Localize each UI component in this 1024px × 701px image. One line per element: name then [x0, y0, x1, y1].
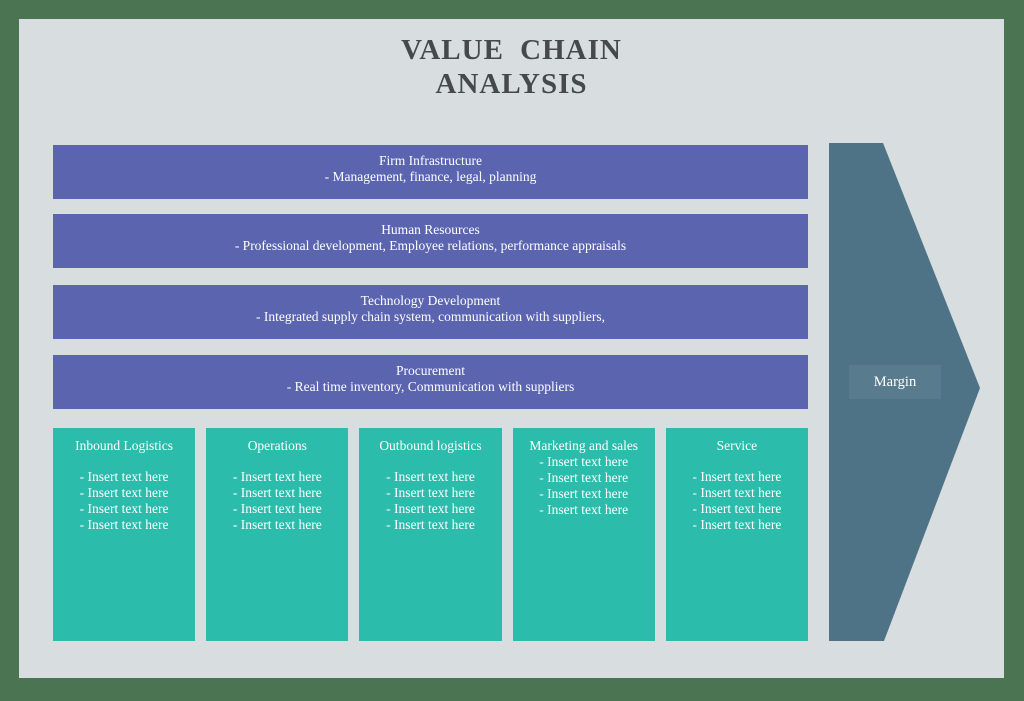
- list-item: - Insert text here: [232, 501, 322, 516]
- list-item: - Insert text here: [692, 485, 782, 500]
- page-title-line1: VALUE CHAIN: [401, 34, 622, 66]
- diagram-canvas: VALUE CHAIN ANALYSIS Firm Infrastructure…: [19, 19, 1004, 678]
- support-activity-detail: - Professional development, Employee rel…: [234, 238, 627, 253]
- primary-activity-service: Service - Insert text here - Insert text…: [665, 428, 809, 641]
- support-activity-firm-infrastructure: Firm Infrastructure - Management, financ…: [53, 145, 808, 199]
- primary-activity-operations: Operations - Insert text here - Insert t…: [206, 428, 349, 641]
- margin-label: Margin: [873, 373, 917, 390]
- spacer: [53, 454, 195, 469]
- primary-activities-row: Inbound Logistics - Insert text here - I…: [53, 428, 809, 641]
- list-item: - Insert text here: [79, 501, 169, 516]
- primary-activity-outbound-logistics: Outbound logistics - Insert text here - …: [359, 428, 502, 641]
- list-item: - Insert text here: [386, 485, 475, 500]
- support-activity-name: Procurement: [396, 363, 465, 378]
- support-activity-procurement: Procurement - Real time inventory, Commu…: [53, 355, 808, 409]
- margin-arrow-icon: [829, 143, 980, 641]
- spacer: [359, 454, 501, 469]
- primary-activity-marketing-and-sales: Marketing and sales - Insert text here -…: [512, 428, 655, 641]
- primary-activity-name: Inbound Logistics: [75, 438, 174, 453]
- margin-label-box: Margin: [849, 365, 941, 399]
- list-item: - Insert text here: [539, 502, 629, 517]
- margin-arrow-shape: [829, 143, 981, 641]
- support-activity-technology-development: Technology Development - Integrated supp…: [53, 285, 808, 339]
- list-item: - Insert text here: [692, 517, 782, 532]
- support-activity-detail: - Management, finance, legal, planning: [324, 169, 537, 184]
- page-title: VALUE CHAIN ANALYSIS: [19, 33, 1004, 101]
- list-item: - Insert text here: [386, 469, 475, 484]
- list-item: - Insert text here: [232, 517, 322, 532]
- support-activity-name: Human Resources: [381, 222, 480, 237]
- primary-activity-name: Marketing and sales: [529, 438, 639, 453]
- list-item: - Insert text here: [232, 485, 322, 500]
- list-item: - Insert text here: [386, 517, 475, 532]
- list-item: - Insert text here: [692, 469, 782, 484]
- primary-activity-name: Service: [716, 438, 758, 453]
- list-item: - Insert text here: [692, 501, 782, 516]
- list-item: - Insert text here: [386, 501, 475, 516]
- support-activity-detail: - Integrated supply chain system, commun…: [255, 309, 606, 324]
- page-title-line2: ANALYSIS: [435, 68, 588, 100]
- list-item: - Insert text here: [79, 469, 169, 484]
- list-item: - Insert text here: [539, 486, 629, 501]
- list-item: - Insert text here: [539, 470, 629, 485]
- list-item: - Insert text here: [79, 485, 169, 500]
- support-activity-name: Technology Development: [360, 293, 501, 308]
- primary-activity-name: Operations: [247, 438, 307, 453]
- list-item: - Insert text here: [79, 517, 169, 532]
- spacer: [206, 454, 348, 469]
- list-item: - Insert text here: [232, 469, 322, 484]
- list-item: - Insert text here: [539, 454, 629, 469]
- support-activity-detail: - Real time inventory, Communication wit…: [286, 379, 575, 394]
- spacer: [666, 454, 808, 469]
- support-activity-human-resources: Human Resources - Professional developme…: [53, 214, 808, 268]
- support-activity-name: Firm Infrastructure: [378, 153, 483, 168]
- primary-activity-name: Outbound logistics: [379, 438, 482, 453]
- primary-activity-inbound-logistics: Inbound Logistics - Insert text here - I…: [53, 428, 196, 641]
